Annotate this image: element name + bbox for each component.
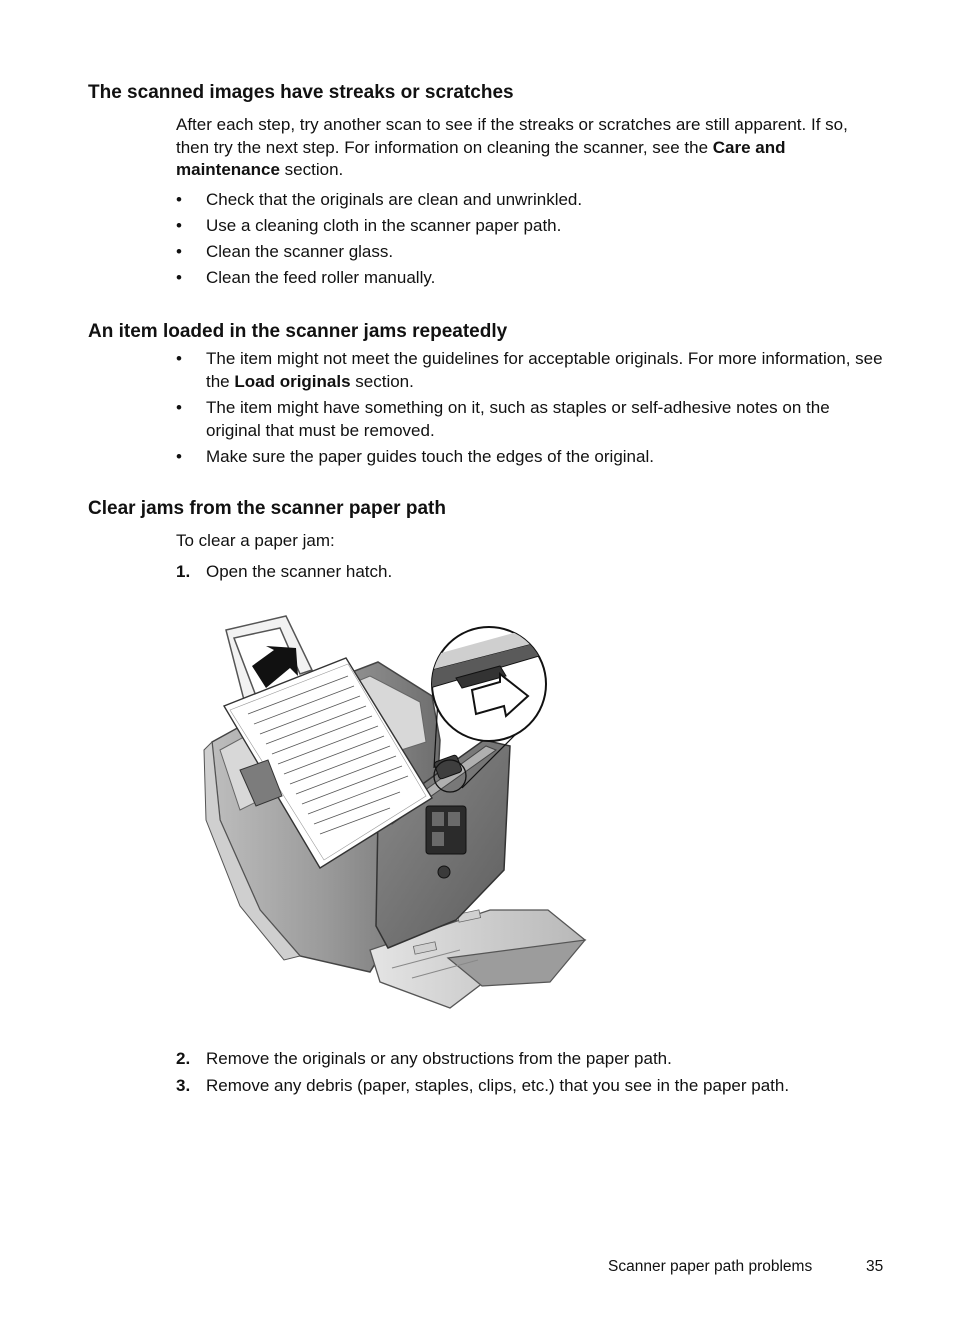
step-item: 2.Remove the originals or any obstructio… xyxy=(176,1048,888,1071)
bullet-marker: • xyxy=(176,216,182,235)
bullet-marker: • xyxy=(176,242,182,261)
list-item: •Use a cleaning cloth in the scanner pap… xyxy=(176,215,888,238)
bullet-marker: • xyxy=(176,190,182,209)
jams-bullet-list: •The item might not meet the guidelines … xyxy=(176,348,888,469)
scanner-hatch-illustration xyxy=(200,610,592,1012)
step-number: 1. xyxy=(176,562,191,581)
care-maintenance-link: Care and maintenance xyxy=(176,137,786,180)
page-number: 35 xyxy=(866,1258,884,1275)
step-item: 1.Open the scanner hatch. xyxy=(176,561,888,584)
heading-jams-repeatedly: An item loaded in the scanner jams repea… xyxy=(88,321,508,342)
list-item: •Clean the scanner glass. xyxy=(176,241,888,264)
footer-section-title: Scanner paper path problems xyxy=(608,1258,813,1275)
list-item: •Clean the feed roller manually. xyxy=(176,267,888,290)
bullet-marker: • xyxy=(176,349,182,368)
list-item: •Make sure the paper guides touch the ed… xyxy=(176,446,888,469)
clear-jams-intro: To clear a paper jam: xyxy=(176,531,335,550)
streaks-intro: After each step, try another scan to see… xyxy=(176,115,848,180)
streaks-bullet-list: •Check that the originals are clean and … xyxy=(176,189,888,290)
step-number: 3. xyxy=(176,1076,191,1095)
load-originals-link: Load originals xyxy=(234,371,351,391)
step-item: 3.Remove any debris (paper, staples, cli… xyxy=(176,1075,888,1098)
heading-streaks: The scanned images have streaks or scrat… xyxy=(88,82,514,103)
bullet-marker: • xyxy=(176,447,182,466)
steps-list-top: 1.Open the scanner hatch. xyxy=(176,561,888,584)
bullet-marker: • xyxy=(176,268,182,287)
list-item: •Check that the originals are clean and … xyxy=(176,189,888,212)
pull-arrow-icon xyxy=(252,646,298,688)
list-item: •The item might not meet the guidelines … xyxy=(176,349,883,391)
step-number: 2. xyxy=(176,1049,191,1068)
steps-list-bottom: 2.Remove the originals or any obstructio… xyxy=(176,1048,888,1098)
heading-clear-jams: Clear jams from the scanner paper path xyxy=(88,498,446,519)
bullet-marker: • xyxy=(176,398,182,417)
list-item: •The item might have something on it, su… xyxy=(176,398,830,440)
